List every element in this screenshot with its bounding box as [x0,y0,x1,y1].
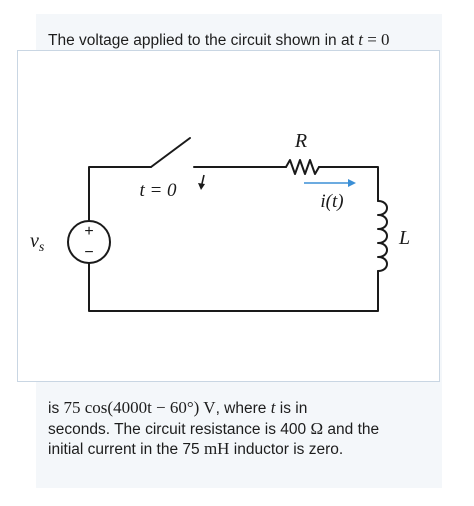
ohm-symbol: Ω [310,418,324,438]
switch-time-label: t = 0 [139,180,177,201]
description-line-2: seconds. The circuit resistance is 400 Ω… [48,419,433,440]
source-label-main: v [30,230,39,252]
header-text: The voltage applied to the circuit shown… [48,32,354,49]
inductor-coils [377,200,388,272]
resistor-label: R [294,130,307,152]
circuit-diagram: + − R t = 0 i(t) L vs [30,130,410,312]
desc-text: is [48,400,64,417]
wire-left-top [88,166,152,222]
circuit-figure: + − R t = 0 i(t) L vs [17,50,440,382]
wire-right-bottom [88,262,379,312]
desc-text: seconds. The circuit resistance is 400 [48,420,311,438]
description-line-3: initial current in the 75 mH inductor is… [48,439,433,460]
voltage-source-circle [67,220,111,264]
wire-resistor-right [318,166,379,202]
voltage-expression: 75 cos(4000t − 60°) V [63,398,216,417]
description-line-1: is 75 cos(4000t − 60°) V, where t is in [48,398,433,419]
source-minus-sign: − [84,244,93,261]
current-label: i(t) [320,191,343,212]
source-label-subscript: s [39,240,45,255]
problem-header: The voltage applied to the circuit shown… [48,30,390,50]
desc-text: inductor is zero. [229,441,344,458]
desc-text: and the [323,420,380,438]
millihenry-unit: mH [203,439,230,458]
current-arrowhead [348,179,356,187]
desc-text: is in [275,400,308,417]
desc-text: initial current in the 75 [48,441,204,458]
header-time-variable: t [358,30,363,49]
source-plus-sign: + [84,223,93,240]
problem-description: is 75 cos(4000t − 60°) V, where t is in … [48,398,433,460]
switch-blade [150,137,191,168]
header-time-equals: = 0 [362,30,390,49]
inductor-label: L [398,227,410,249]
desc-text: , where [215,400,271,417]
time-variable: t [270,398,276,417]
resistor-zigzag [285,159,320,175]
source-label: vs [30,230,45,255]
switch-arrowhead [198,183,205,190]
